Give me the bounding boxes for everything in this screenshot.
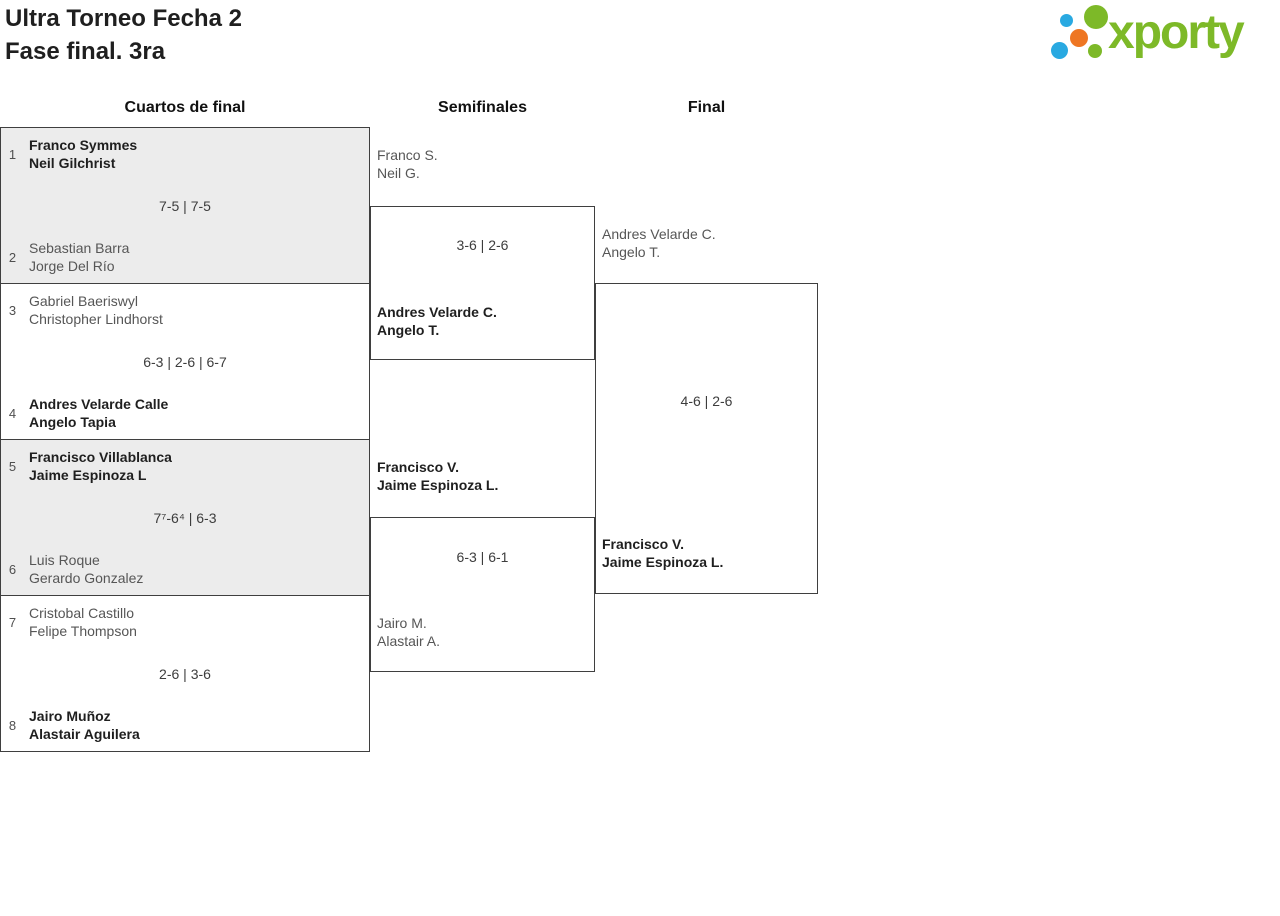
sf2-score: 6-3 | 6-1 bbox=[456, 549, 509, 565]
team-name-line: Jaime Espinoza L. bbox=[602, 554, 724, 570]
team-names: Luis Roque Gerardo Gonzalez bbox=[29, 551, 143, 587]
team-name-line: Christopher Lindhorst bbox=[29, 311, 163, 327]
team-names: Andres Velarde Calle Angelo Tapia bbox=[29, 395, 168, 431]
sf1-top-team-label: Franco S. Neil G. bbox=[377, 146, 438, 182]
team-names: Gabriel Baeriswyl Christopher Lindhorst bbox=[29, 292, 163, 328]
seed-number: 4 bbox=[8, 405, 17, 421]
xporty-logo[interactable]: xporty bbox=[1048, 0, 1276, 72]
seed-number: 1 bbox=[8, 146, 17, 162]
team-name-line: Gerardo Gonzalez bbox=[29, 570, 144, 586]
team-name-line: Andres Velarde C. bbox=[377, 304, 497, 320]
team-name-line: Jorge Del Río bbox=[29, 258, 115, 274]
logo-dot-orange-icon bbox=[1070, 29, 1088, 47]
team-slot: 5 Francisco Villablanca Jaime Espinoza L bbox=[1, 448, 369, 484]
team-name-line: Andres Velarde C. bbox=[602, 226, 716, 242]
final-score: 4-6 | 2-6 bbox=[680, 393, 733, 409]
final-bottom-team-label: Francisco V. Jaime Espinoza L. bbox=[602, 535, 723, 571]
sf2-bottom-team-label: Jairo M. Alastair A. bbox=[377, 614, 440, 650]
team-name-line: Sebastian Barra bbox=[29, 240, 130, 256]
team-name-line: Jairo Muñoz bbox=[29, 708, 111, 724]
team-name-line: Jairo M. bbox=[377, 615, 427, 631]
seed-number: 6 bbox=[8, 561, 17, 577]
logo-wordmark: xporty bbox=[1108, 6, 1245, 59]
team-name-line: Franco Symmes bbox=[29, 137, 138, 153]
team-names: Sebastian Barra Jorge Del Río bbox=[29, 239, 129, 275]
team-name-line: Angelo T. bbox=[377, 322, 440, 338]
team-name-line: Franco S. bbox=[377, 147, 438, 163]
match-score: 6-3 | 2-6 | 6-7 bbox=[143, 353, 227, 370]
logo-dot-green-small-icon bbox=[1088, 44, 1102, 58]
final-top-team-label: Andres Velarde C. Angelo T. bbox=[602, 225, 716, 261]
sf1-bottom-team-label: Andres Velarde C. Angelo T. bbox=[377, 303, 497, 339]
team-name-line: Alastair Aguilera bbox=[29, 726, 140, 742]
team-name-line: Francisco V. bbox=[377, 459, 459, 475]
team-name-line: Luis Roque bbox=[29, 552, 100, 568]
team-slot: 7 Cristobal Castillo Felipe Thompson bbox=[1, 604, 369, 640]
match-score: 7-5 | 7-5 bbox=[159, 197, 211, 214]
team-slot: 8 Jairo Muñoz Alastair Aguilera bbox=[1, 707, 369, 743]
logo-dot-blue-large-icon bbox=[1051, 42, 1068, 59]
tournament-subtitle: Fase final. 3ra bbox=[5, 38, 166, 65]
seed-number: 3 bbox=[8, 302, 17, 318]
team-name-line: Neil Gilchrist bbox=[29, 155, 116, 171]
qf-match-3: 5 Francisco Villablanca Jaime Espinoza L… bbox=[0, 439, 370, 596]
team-names: Jairo Muñoz Alastair Aguilera bbox=[29, 707, 140, 743]
team-name-line: Felipe Thompson bbox=[29, 623, 137, 639]
team-name-line: Alastair A. bbox=[377, 633, 441, 649]
team-names: Francisco Villablanca Jaime Espinoza L bbox=[29, 448, 172, 484]
sf1-score: 3-6 | 2-6 bbox=[456, 237, 509, 253]
sf-match-2-box bbox=[370, 517, 595, 672]
team-slot: 6 Luis Roque Gerardo Gonzalez bbox=[1, 551, 369, 587]
logo-dot-blue-small-icon bbox=[1060, 14, 1073, 27]
team-name-line: Angelo Tapia bbox=[29, 414, 116, 430]
sf-match-1-box bbox=[370, 206, 595, 360]
team-slot: 3 Gabriel Baeriswyl Christopher Lindhors… bbox=[1, 292, 369, 328]
team-name-line: Cristobal Castillo bbox=[29, 605, 135, 621]
round-header-semifinals: Semifinales bbox=[438, 99, 527, 116]
seed-number: 5 bbox=[8, 458, 17, 474]
team-name-line: Francisco Villablanca bbox=[29, 449, 172, 465]
page-title: Ultra Torneo Fecha 2 Fase final. 3ra bbox=[5, 2, 242, 68]
match-score: 2-6 | 3-6 bbox=[159, 665, 211, 682]
seed-number: 2 bbox=[8, 249, 17, 265]
tournament-title: Ultra Torneo Fecha 2 bbox=[5, 5, 242, 32]
seed-number: 7 bbox=[8, 614, 17, 630]
team-names: Cristobal Castillo Felipe Thompson bbox=[29, 604, 137, 640]
team-name-line: Gabriel Baeriswyl bbox=[29, 293, 138, 309]
logo-dot-green-large-icon bbox=[1084, 5, 1108, 29]
qf-match-1: 1 Franco Symmes Neil Gilchrist 7-5 | 7-5… bbox=[0, 127, 370, 284]
team-slot: 1 Franco Symmes Neil Gilchrist bbox=[1, 136, 369, 172]
team-slot: 4 Andres Velarde Calle Angelo Tapia bbox=[1, 395, 369, 431]
final-match-box bbox=[595, 283, 818, 594]
team-name-line: Jaime Espinoza L bbox=[29, 467, 147, 483]
team-name-line: Francisco V. bbox=[602, 536, 684, 552]
sf2-top-team-label: Francisco V. Jaime Espinoza L. bbox=[377, 458, 498, 494]
team-name-line: Angelo T. bbox=[602, 244, 661, 260]
team-slot: 2 Sebastian Barra Jorge Del Río bbox=[1, 239, 369, 275]
team-name-line: Andres Velarde Calle bbox=[29, 396, 169, 412]
match-score: 7⁷-6⁴ | 6-3 bbox=[153, 509, 217, 526]
team-name-line: Jaime Espinoza L. bbox=[377, 477, 499, 493]
round-header-quarterfinals: Cuartos de final bbox=[124, 99, 246, 116]
seed-number: 8 bbox=[8, 717, 17, 733]
round-header-final: Final bbox=[687, 99, 726, 116]
team-names: Franco Symmes Neil Gilchrist bbox=[29, 136, 137, 172]
qf-match-2: 3 Gabriel Baeriswyl Christopher Lindhors… bbox=[0, 283, 370, 440]
qf-match-4: 7 Cristobal Castillo Felipe Thompson 2-6… bbox=[0, 595, 370, 752]
team-name-line: Neil G. bbox=[377, 165, 420, 181]
